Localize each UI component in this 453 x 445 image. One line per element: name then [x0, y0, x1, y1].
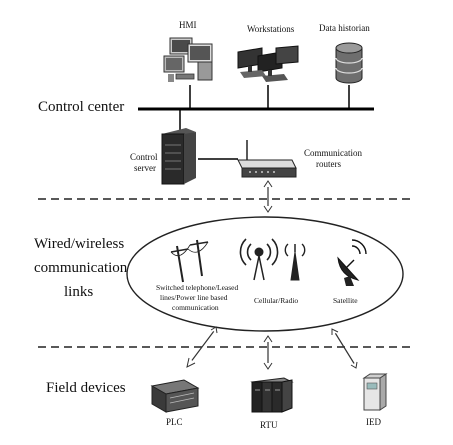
control-server-label-line2: server [134, 163, 156, 173]
section-label-field-devices: Field devices [46, 380, 126, 396]
arrow-to-plc [186, 326, 218, 368]
plc-icon [150, 379, 200, 413]
communication-links-ellipse [126, 216, 404, 332]
router-links-arrow [263, 180, 273, 213]
control-server-label-line1: Control [130, 152, 158, 162]
data-historian-label: Data historian [319, 23, 370, 33]
routers-label-line1: Communication [304, 148, 362, 158]
rtu-icon [250, 377, 294, 413]
ied-icon [362, 373, 388, 411]
wired-label-line3: communication [172, 303, 219, 312]
satellite-dish-icon [337, 239, 367, 286]
satellite-label: Satellite [333, 296, 358, 305]
radio-tower-icon [239, 238, 279, 281]
arrow-to-rtu [263, 335, 273, 370]
database-icon [335, 42, 363, 84]
workstations-icon [237, 45, 299, 82]
ied-label: IED [366, 417, 381, 427]
antenna-icon [284, 243, 306, 281]
section-label-links-line2: communication [34, 260, 128, 276]
rtu-label: RTU [260, 420, 278, 430]
section-label-links-line1: Wired/wireless [34, 236, 124, 252]
server-icon [161, 128, 196, 185]
cellular-label: Cellular/Radio [254, 296, 298, 305]
section-label-control-center: Control center [38, 99, 124, 115]
hmi-label: HMI [179, 20, 197, 30]
plc-label: PLC [166, 417, 183, 427]
routers-label-line2: routers [316, 159, 341, 169]
hmi-icon [163, 37, 213, 82]
workstations-label: Workstations [247, 24, 295, 34]
section-label-links-line3: links [64, 284, 93, 300]
arrow-to-ied [331, 328, 358, 369]
wired-label-line1: Switched telephone/Leased [156, 283, 239, 292]
router-icon [237, 140, 297, 178]
utility-pole-icon [170, 239, 209, 283]
wired-label-line2: lines/Power line based [160, 293, 228, 302]
